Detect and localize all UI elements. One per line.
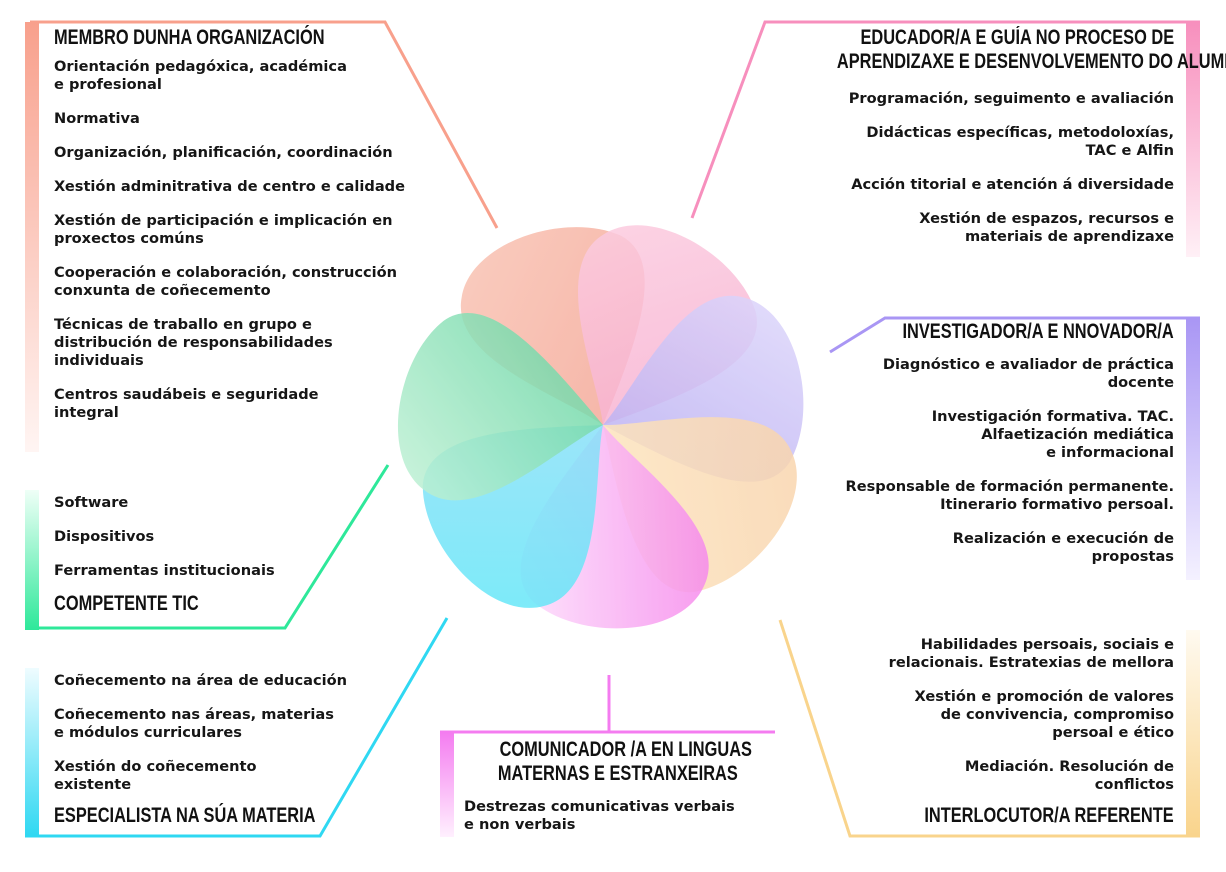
list-item: Ferramentas institucionais: [54, 562, 275, 579]
list-item: Xestión do coñecemento existente: [54, 758, 257, 793]
list-item: Diagnóstico e avaliador de práctica doce…: [882, 356, 1174, 391]
list-item: Didácticas específicas, metodoloxías, TA…: [866, 124, 1174, 159]
box-title: APRENDIZAXE E DESENVOLVEMENTO DO ALUMNAD…: [836, 50, 1226, 73]
list-item: Investigación formativa. TAC. Alfaetizac…: [931, 408, 1174, 461]
box-membro-dunha-organizacion: MEMBRO DUNHA ORGANIZACIÓN Orientación pe…: [54, 26, 474, 422]
box-title: COMUNICADOR /A EN LINGUAS: [499, 738, 752, 761]
box-title: INTERLOCUTOR/A REFERENTE: [924, 804, 1174, 827]
list-item: Cooperación e colaboración, construcción…: [54, 264, 398, 299]
list-item: Xestión de espazos, recursos e materiais…: [919, 210, 1174, 245]
list-item: Organización, planificación, coordinació…: [54, 144, 393, 161]
box-especialista-na-sua-materia: Coñecemento na área de educación Coñecem…: [54, 656, 434, 828]
list-item: Coñecemento na área de educación: [54, 672, 348, 689]
box-competente-tic: Software Dispositivos Ferramentas instit…: [54, 478, 354, 616]
list-item: Responsable de formación permanente. Iti…: [845, 478, 1174, 513]
list-item: Mediación. Resolución de conflictos: [964, 758, 1174, 793]
box-educador-guia: EDUCADOR/A E GUÍA NO PROCESO DE APRENDIZ…: [714, 26, 1226, 246]
list-item: Xestión de participación e implicación e…: [54, 212, 393, 247]
tic-connector: [25, 464, 390, 630]
list-item: Realización e execución de propostas: [952, 530, 1174, 565]
list-item: Destrezas comunicativas verbais e non ve…: [464, 798, 735, 833]
list-item: Programación, seguimento e avaliación: [848, 90, 1174, 107]
list-item: Acción titorial e atención á diversidade: [851, 176, 1174, 193]
petal-tic: [397, 313, 603, 501]
comunicador-connector: [607, 675, 775, 734]
box-investigador-innovador: INVESTIGADOR/A E NNOVADOR/A Diagnóstico …: [754, 320, 1174, 566]
list-item: Centros saudábeis e seguridade integral: [54, 386, 319, 421]
box-title: COMPETENTE TIC: [54, 592, 199, 615]
list-item: Software: [54, 494, 129, 511]
interlocutor-connector: [778, 619, 1200, 838]
educador-connector: [690, 20, 1200, 219]
membro-connector: [30, 20, 499, 229]
list-item: Habilidades persoais, sociais e relacion…: [888, 636, 1174, 671]
list-item: Orientación pedagóxica, académica e prof…: [54, 58, 347, 93]
list-item: Normativa: [54, 110, 140, 127]
box-title: ESPECIALISTA NA SÚA MATERIA: [54, 804, 316, 827]
box-title: MEMBRO DUNHA ORGANIZACIÓN: [54, 26, 325, 49]
box-title: MATERNAS E ESTRANXEIRAS: [497, 762, 738, 785]
box-title: EDUCADOR/A E GUÍA NO PROCESO DE: [860, 26, 1174, 49]
list-item: Coñecemento nas áreas, materias e módulo…: [54, 706, 334, 741]
list-item: Xestión adminitrativa de centro e calida…: [54, 178, 406, 195]
especialista-connector: [25, 617, 449, 838]
list-item: Dispositivos: [54, 528, 155, 545]
box-title: INVESTIGADOR/A E NNOVADOR/A: [902, 320, 1174, 343]
box-comunicador: COMUNICADOR /A EN LINGUAS MATERNAS E EST…: [464, 738, 764, 834]
box-interlocutor-referente: Habilidades persoais, sociais e relacion…: [814, 620, 1174, 828]
list-item: Xestión e promoción de valores de conviv…: [914, 688, 1174, 741]
investigador-connector: [829, 316, 1200, 354]
list-item: Técnicas de traballo en grupo e distribu…: [54, 316, 333, 369]
